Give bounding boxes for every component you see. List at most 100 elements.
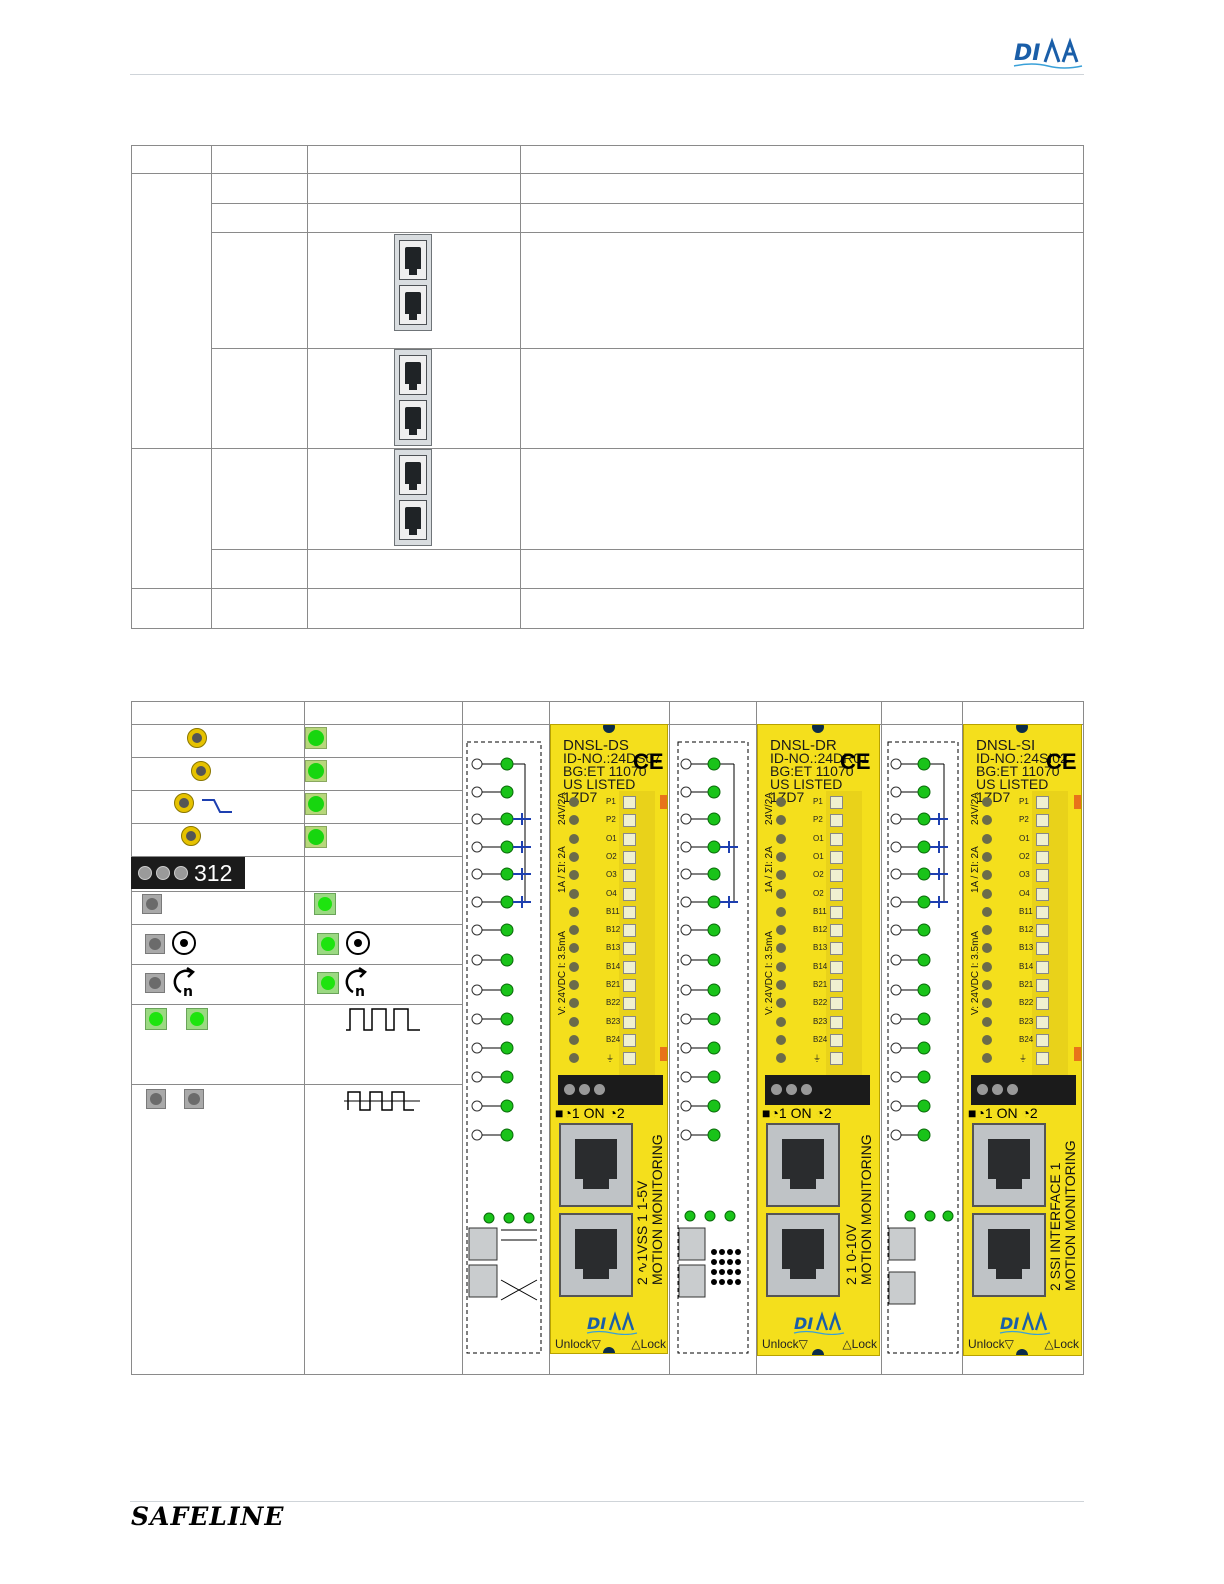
terminal-slot [830, 850, 843, 864]
terminal-screw [569, 1016, 579, 1027]
terminal-label: O2 [813, 888, 824, 898]
ce-mark: CE [633, 749, 664, 774]
grey-led-icon [142, 894, 162, 914]
terminal-screw [569, 888, 579, 899]
terminal-screw [569, 1053, 579, 1064]
terminal-label: B21 [606, 980, 621, 989]
unlock-label: Unlock▽ [762, 1337, 808, 1351]
svg-text:n: n [355, 984, 365, 998]
terminal-label: B24 [1019, 1034, 1034, 1044]
lock-label: △Lock [842, 1337, 877, 1351]
terminal-label: O2 [1019, 851, 1030, 861]
terminal-screw [569, 851, 579, 862]
terminal-screw [569, 906, 579, 917]
terminal-screw [982, 980, 992, 990]
green-led-icon [314, 893, 336, 915]
dina-logo-icon: DI [586, 1311, 638, 1335]
terminal-label: O2 [813, 870, 824, 880]
pulse-wave-icon [346, 1008, 420, 1031]
svg-text:DI: DI [1014, 41, 1040, 66]
terminal-label: P1 [813, 797, 823, 806]
terminal-slot [830, 905, 843, 919]
terminal-label: O1 [1019, 833, 1030, 843]
terminal-slot [830, 979, 843, 992]
terminal-screw [776, 961, 786, 972]
terminal-label: B14 [1019, 961, 1034, 971]
module-bg: BG:ET 11070 [770, 763, 854, 779]
rj45-port-icon [394, 449, 432, 546]
terminal-slot [1036, 814, 1049, 828]
terminal-slot [1036, 869, 1049, 883]
terminal-screw [982, 906, 992, 917]
terminal-screw [776, 1016, 786, 1027]
terminal-label: B23 [1019, 1016, 1034, 1026]
terminal-label: B22 [606, 998, 621, 1008]
rj45-port-icon [559, 1213, 633, 1297]
terminal-label: O1 [813, 833, 824, 843]
terminal-slot [623, 1015, 636, 1029]
module-display [558, 1075, 663, 1105]
footer-divider [130, 1501, 1084, 1502]
terminal-label: B21 [1019, 980, 1034, 989]
green-led-icon [145, 1008, 167, 1030]
terminal-label: P2 [813, 815, 823, 825]
wiring-schematic-si [887, 741, 959, 1354]
terminal-label: P1 [606, 797, 616, 806]
terminal-screw [776, 797, 786, 807]
module-display [765, 1075, 870, 1105]
terminal-screw [776, 943, 786, 954]
module-dnsl-ds: DNSL-DS ID-NO.:24DS07 BG:ET 11070 US LIS… [550, 724, 668, 1354]
terminal-slot [623, 832, 636, 846]
terminal-screw [776, 1053, 786, 1064]
terminal-label: B23 [606, 1016, 621, 1026]
dina-logo-icon: DI [999, 1311, 1051, 1335]
port-table [131, 145, 1084, 629]
terminal-label: O2 [606, 851, 617, 861]
terminal-slot [830, 942, 843, 956]
ce-mark: CE [1046, 749, 1077, 774]
terminal-slot [623, 1033, 636, 1047]
module-name: DNSL-SI [976, 737, 1036, 754]
terminal-slot [830, 1015, 843, 1029]
terminal-slot [623, 942, 636, 956]
dina-logo-icon: DI [793, 1311, 845, 1335]
rj45-port-icon [394, 234, 432, 331]
terminal-screw [982, 815, 992, 826]
green-led-icon [317, 933, 339, 955]
module-bg: BG:ET 11070 [976, 763, 1060, 779]
terminal-slot [623, 796, 636, 809]
terminal-screw [569, 943, 579, 954]
rj45-port-icon [766, 1123, 840, 1207]
terminal-label: P1 [1019, 797, 1029, 806]
svg-text:DI: DI [587, 1314, 606, 1333]
unlock-label: Unlock▽ [555, 1337, 601, 1351]
terminal-slot [623, 924, 636, 938]
potentiometer-icon [174, 793, 194, 813]
terminal-screw [982, 851, 992, 862]
green-led-icon [305, 727, 327, 749]
terminal-slot [830, 814, 843, 828]
terminal-slot [623, 869, 636, 883]
potentiometer-icon [187, 728, 207, 748]
grey-led-icon [145, 973, 165, 993]
terminal-screw [776, 870, 786, 881]
terminal-label: P2 [606, 815, 616, 825]
module-status-row: ■◔1 ON ◔2 [762, 1105, 832, 1121]
terminal-screw [569, 833, 579, 844]
terminal-screw [776, 833, 786, 844]
green-led-icon [305, 826, 327, 848]
terminal-label: B13 [813, 943, 828, 953]
module-label: DNSL-DR ID-NO.:24DR01 BG:ET 11070 US LIS… [770, 737, 879, 804]
rotation-icon: n [173, 966, 195, 998]
grey-led-icon [184, 1089, 204, 1109]
module-name: DNSL-DR [770, 737, 837, 754]
terminal-slot [1036, 942, 1049, 956]
terminal-screw [569, 815, 579, 826]
dina-logo-icon: DI [1013, 37, 1083, 69]
terminal-screw [982, 833, 992, 844]
terminal-screw [982, 870, 992, 881]
terminal-screw [982, 1034, 992, 1045]
terminal-slot [1036, 960, 1049, 974]
